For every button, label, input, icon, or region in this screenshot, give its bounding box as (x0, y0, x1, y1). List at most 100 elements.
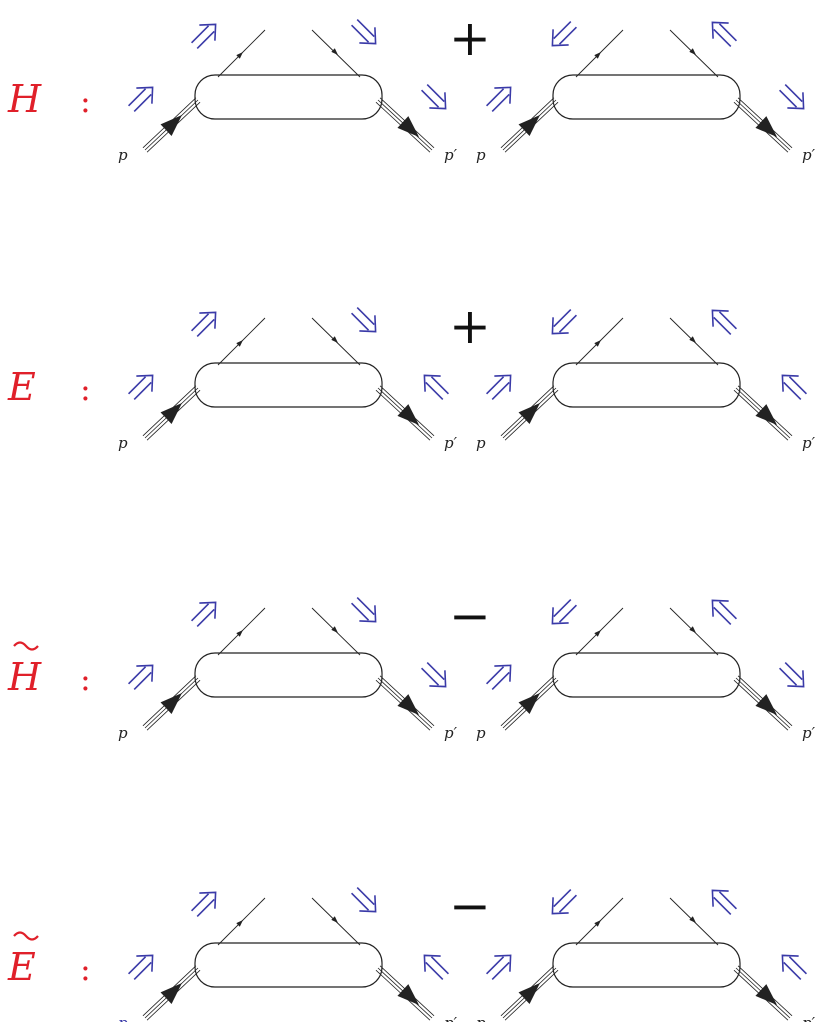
diagram-2: p p′ (476, 888, 816, 1022)
incoming-momentum-label: p (476, 434, 486, 452)
nucleon-out-helicity-arrow-icon (423, 374, 450, 401)
incoming-nucleon-arrowhead (518, 983, 540, 1004)
gpd-name-label: E (7, 945, 36, 989)
outgoing-nucleon-arrowhead (755, 116, 777, 137)
outgoing-quark-arrowhead (594, 52, 601, 59)
quark-in-helicity-arrow-icon (711, 889, 738, 916)
incoming-momentum-label: p (118, 1014, 128, 1022)
outgoing-nucleon-arrowhead (755, 404, 777, 425)
incoming-quark-arrowhead (689, 336, 696, 343)
nucleon-in-helicity-arrow-icon (485, 86, 512, 113)
outgoing-quark-arrowhead (594, 340, 601, 347)
blob-box (194, 942, 383, 988)
combination-operator: − (449, 587, 491, 645)
quark-out-helicity-arrow-icon (551, 308, 578, 335)
combination-operator: − (449, 877, 491, 935)
gpd-name-label: H (7, 655, 42, 699)
incoming-quark-arrowhead (331, 916, 338, 923)
incoming-momentum-label: p (118, 146, 128, 164)
diagram-1: p p′ (118, 306, 458, 452)
blob-box (552, 74, 741, 120)
outgoing-momentum-label: p′ (444, 434, 458, 452)
incoming-quark-arrowhead (689, 48, 696, 55)
nucleon-in-helicity-arrow-icon (127, 86, 154, 113)
outgoing-nucleon-arrowhead (397, 984, 419, 1005)
nucleon-out-helicity-arrow-icon (778, 661, 805, 688)
outgoing-quark-arrowhead (236, 920, 243, 927)
quark-in-helicity-arrow-icon (711, 21, 738, 48)
outgoing-momentum-label: p′ (802, 724, 816, 742)
incoming-nucleon-arrowhead (160, 693, 182, 714)
nucleon-in-helicity-arrow-icon (485, 664, 512, 691)
incoming-nucleon-arrowhead (160, 403, 182, 424)
outgoing-momentum-label: p′ (802, 434, 816, 452)
nucleon-out-helicity-arrow-icon (420, 661, 447, 688)
outgoing-quark-arrowhead (236, 630, 243, 637)
incoming-quark-arrowhead (689, 626, 696, 633)
quark-out-helicity-arrow-icon (190, 23, 217, 50)
outgoing-nucleon-arrowhead (397, 404, 419, 425)
colon-label: : (80, 950, 91, 988)
incoming-quark-arrowhead (689, 916, 696, 923)
combination-operator: + (449, 297, 491, 355)
nucleon-in-helicity-arrow-icon (485, 954, 512, 981)
gpd-name-label: E (7, 365, 36, 409)
colon-label: : (80, 82, 91, 120)
outgoing-nucleon-arrowhead (397, 694, 419, 715)
tilde-icon (13, 641, 39, 651)
quark-out-helicity-arrow-icon (190, 891, 217, 918)
outgoing-quark-arrowhead (594, 920, 601, 927)
incoming-quark-arrowhead (331, 48, 338, 55)
incoming-nucleon-arrowhead (160, 983, 182, 1004)
gpd-name-label: H (7, 77, 42, 121)
quark-in-helicity-arrow-icon (350, 18, 377, 45)
outgoing-momentum-label: p′ (802, 1014, 816, 1022)
quark-in-helicity-arrow-icon (350, 596, 377, 623)
quark-in-helicity-arrow-icon (350, 306, 377, 333)
blob-box (194, 362, 383, 408)
incoming-momentum-label: p (476, 1014, 486, 1022)
quark-out-helicity-arrow-icon (551, 888, 578, 915)
outgoing-momentum-label: p′ (802, 146, 816, 164)
outgoing-momentum-label: p′ (444, 1014, 458, 1022)
blob-box (194, 74, 383, 120)
nucleon-in-helicity-arrow-icon (485, 374, 512, 401)
quark-in-helicity-arrow-icon (711, 309, 738, 336)
quark-out-helicity-arrow-icon (190, 601, 217, 628)
incoming-momentum-label: p (118, 724, 128, 742)
outgoing-nucleon-arrowhead (755, 694, 777, 715)
diagram-2: p p′ (476, 308, 816, 452)
nucleon-in-helicity-arrow-icon (127, 664, 154, 691)
outgoing-momentum-label: p′ (444, 724, 458, 742)
nucleon-out-helicity-arrow-icon (781, 954, 808, 981)
diagram-1: p p′ (118, 886, 458, 1022)
diagram-1: p p′ (118, 596, 458, 742)
outgoing-momentum-label: p′ (444, 146, 458, 164)
quark-out-helicity-arrow-icon (551, 20, 578, 47)
incoming-nucleon-arrowhead (518, 115, 540, 136)
outgoing-nucleon-arrowhead (755, 984, 777, 1005)
colon-label: : (80, 660, 91, 698)
blob-box (552, 362, 741, 408)
quark-in-helicity-arrow-icon (711, 599, 738, 626)
incoming-nucleon-arrowhead (518, 403, 540, 424)
nucleon-out-helicity-arrow-icon (423, 954, 450, 981)
nucleon-in-helicity-arrow-icon (127, 374, 154, 401)
outgoing-nucleon-arrowhead (397, 116, 419, 137)
outgoing-quark-arrowhead (594, 630, 601, 637)
combination-operator: + (449, 9, 491, 67)
row-4: E: − p p′ p p′ (7, 877, 816, 1022)
nucleon-in-helicity-arrow-icon (127, 954, 154, 981)
incoming-momentum-label: p (118, 434, 128, 452)
incoming-nucleon-arrowhead (160, 115, 182, 136)
blob-box (552, 942, 741, 988)
diagram-1: p p′ (118, 18, 458, 164)
blob-box (552, 652, 741, 698)
outgoing-quark-arrowhead (236, 52, 243, 59)
